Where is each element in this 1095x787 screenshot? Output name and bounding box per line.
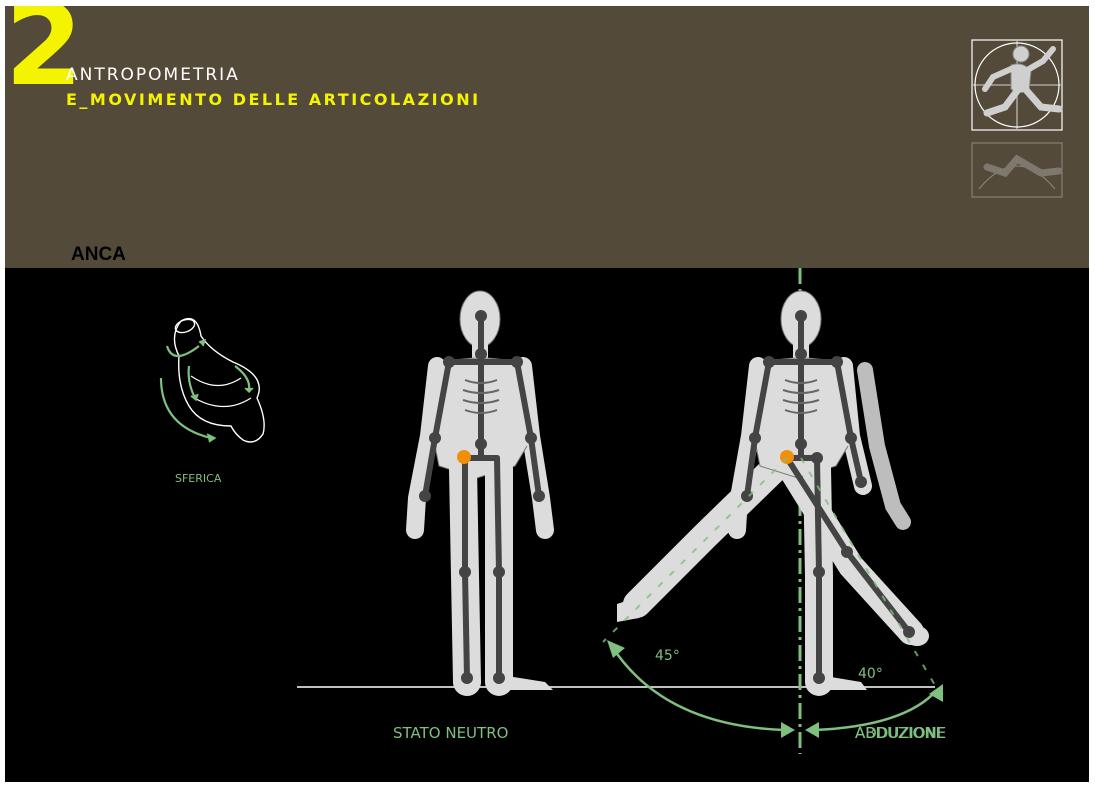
hip-illustration [5, 6, 1089, 782]
adduction-angle-label: 40° [858, 666, 883, 682]
neutral-state-label: STATO NEUTRO [393, 724, 508, 742]
ball-joint-icon [161, 317, 264, 442]
abduction-arc [613, 648, 785, 730]
hip-joint-marker [780, 450, 794, 464]
slide: 2 ANTROPOMETRIA E_MOVIMENTO DELLE ARTICO… [5, 6, 1089, 782]
joint-type-label: SFERICA [175, 472, 221, 485]
abduction-angle-label: 45° [655, 648, 680, 664]
hip-joint-marker [457, 450, 471, 464]
moving-figure [617, 291, 929, 690]
adduction-label: ADDUZIONE [855, 724, 946, 742]
neutral-figure [415, 291, 553, 690]
